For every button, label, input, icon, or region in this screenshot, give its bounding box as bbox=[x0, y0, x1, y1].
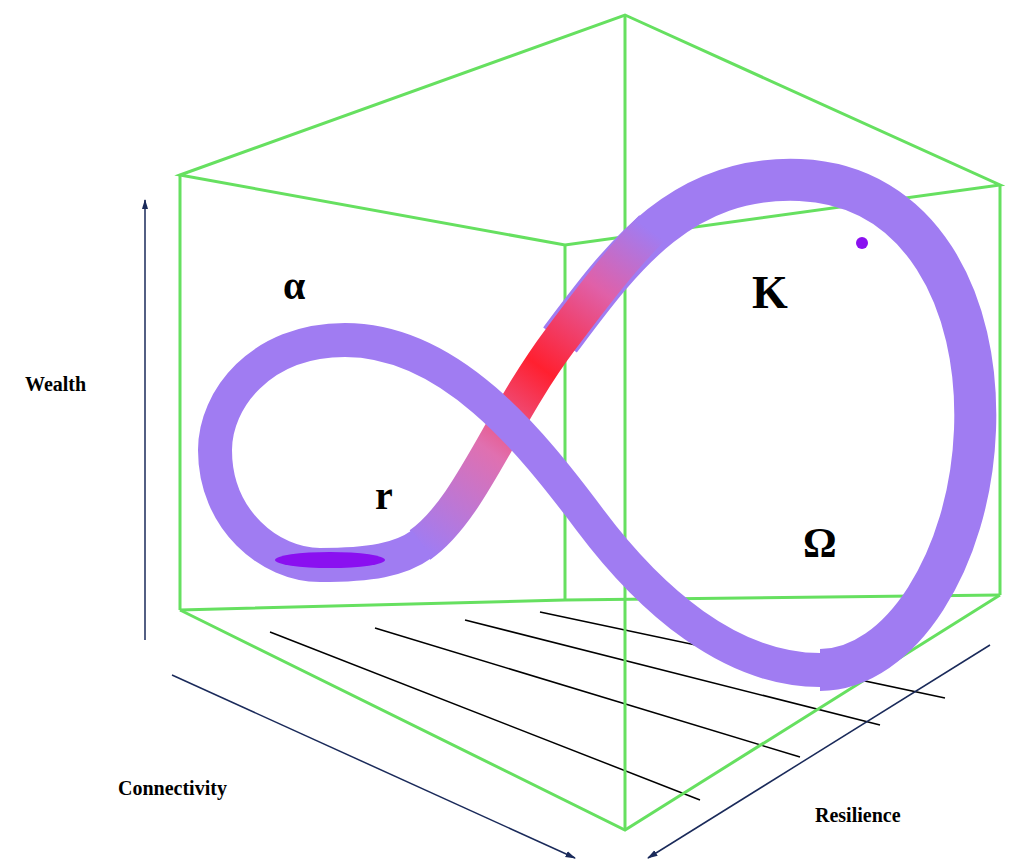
axis-label: Connectivity bbox=[118, 778, 227, 798]
axis-label: Resilience bbox=[815, 805, 901, 825]
phase-symbol: Ω bbox=[803, 522, 837, 564]
cube-wireframe bbox=[180, 15, 1000, 830]
adaptive-cycle-band bbox=[215, 180, 975, 670]
phase-symbol: K bbox=[752, 270, 788, 316]
axis-label: Wealth bbox=[25, 374, 86, 394]
phase-symbol: r bbox=[375, 476, 393, 516]
phase-symbol: α bbox=[283, 266, 305, 306]
